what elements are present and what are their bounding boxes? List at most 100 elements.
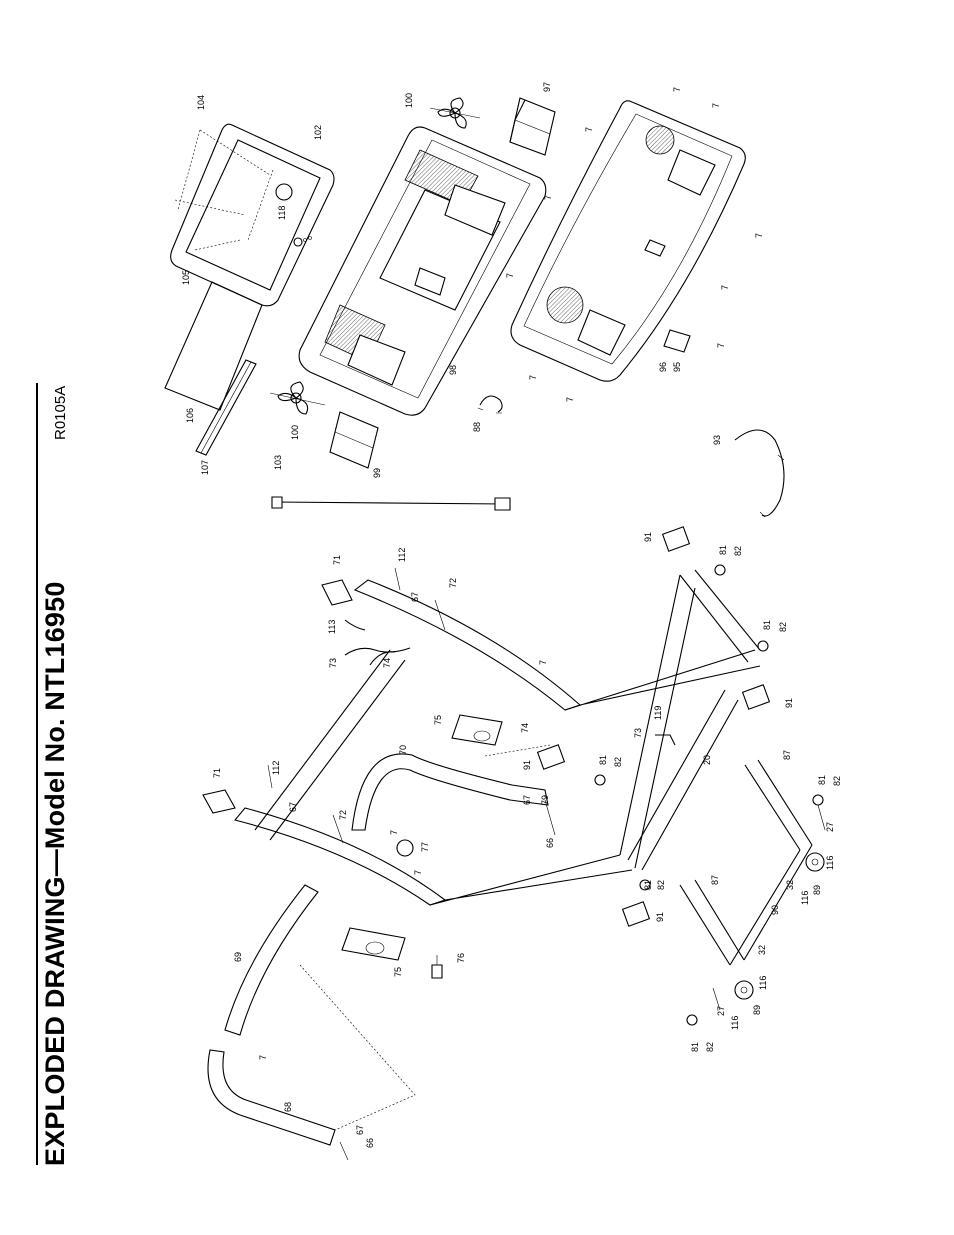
fan-lower <box>269 381 326 415</box>
callout-75-a: 75 <box>433 714 443 725</box>
motor-hood <box>298 126 547 416</box>
callout-75-b: 75 <box>393 966 403 977</box>
callout-103: 103 <box>273 454 283 470</box>
bolt-66-b <box>339 1141 349 1161</box>
extension-rail-left <box>679 879 745 966</box>
handrail-70 <box>351 753 549 831</box>
callout-67-d: 67 <box>355 1124 365 1135</box>
callout-81-b: 81 <box>762 619 772 630</box>
callout-72-a: 72 <box>448 577 458 588</box>
wire-clip <box>477 395 503 414</box>
title-rule <box>36 383 38 1165</box>
side-cover-75-b <box>341 927 406 961</box>
callout-7-f: 7 <box>505 272 515 278</box>
callout-73-a: 73 <box>328 657 338 668</box>
callout-97: 97 <box>542 81 552 92</box>
callout-7-g: 7 <box>720 284 730 290</box>
top-cap-71-b <box>202 789 236 814</box>
callout-7-i: 7 <box>528 374 538 380</box>
callout-67-c: 67 <box>522 794 532 805</box>
handrail-69 <box>224 884 319 1036</box>
callout-91-b: 91 <box>784 697 794 708</box>
callout-76: 76 <box>456 952 466 963</box>
callout-7-n: 7 <box>258 1054 268 1060</box>
callout-91-a: 91 <box>643 531 653 542</box>
knob-77 <box>396 839 414 857</box>
duct-lower <box>329 411 379 469</box>
upright-crossbar <box>254 649 406 841</box>
callout-73-b: 73 <box>633 727 643 738</box>
callout-67-b: 67 <box>288 801 298 812</box>
assembly-line-a <box>299 964 416 1131</box>
callout-7-a: 7 <box>672 86 682 92</box>
end-cap-91-b <box>741 684 771 710</box>
foot-81-b <box>757 640 769 652</box>
callout-82-e: 82 <box>656 879 666 890</box>
upright-leg-left <box>429 854 633 906</box>
callout-82-b: 82 <box>778 621 788 632</box>
callout-67-a: 67 <box>410 591 420 602</box>
console-plate <box>170 123 335 307</box>
side-cover-75-a <box>451 714 503 746</box>
callout-7-b: 7 <box>711 102 721 108</box>
callout-106: 106 <box>185 407 195 423</box>
callout-81-a: 81 <box>718 544 728 555</box>
callout-27-a: 27 <box>825 821 835 832</box>
bolt-112-b <box>267 764 273 789</box>
callout-81-f: 81 <box>690 1041 700 1052</box>
callout-71-b: 71 <box>212 767 222 778</box>
foot-81-f <box>686 1014 698 1026</box>
extension-rail-right <box>744 759 813 851</box>
upright-right <box>353 579 582 711</box>
duct-upper <box>509 97 556 156</box>
assembly-line-b <box>484 744 551 757</box>
callout-107: 107 <box>200 459 210 475</box>
callout-87-a: 87 <box>782 749 792 760</box>
callout-91-c: 91 <box>522 759 532 770</box>
callout-112-b: 112 <box>271 760 281 775</box>
callout-119: 119 <box>653 705 663 720</box>
callout-81-d: 81 <box>817 774 827 785</box>
wire-74-a <box>369 651 396 666</box>
base-rail-left <box>619 574 696 869</box>
callout-96: 96 <box>658 361 668 372</box>
callout-79: 79 <box>540 794 550 805</box>
fan-upper <box>429 97 481 129</box>
callout-82-c: 82 <box>613 756 623 767</box>
wire-73-b <box>655 734 676 746</box>
base-crossbar-20 <box>627 689 739 871</box>
callout-100-lower: 100 <box>290 424 300 440</box>
callout-95: 95 <box>672 361 682 372</box>
callout-27-b: 27 <box>716 1005 726 1016</box>
bracket <box>663 329 691 353</box>
handrail-68 <box>207 1049 336 1146</box>
foot-81-e <box>639 879 651 891</box>
wire-113 <box>344 619 366 631</box>
callout-89-a: 89 <box>812 884 822 895</box>
callout-91-d: 91 <box>655 911 665 922</box>
callout-69: 69 <box>233 951 243 962</box>
callout-102: 102 <box>313 124 323 140</box>
callout-118: 118 <box>277 205 287 220</box>
callout-81-e: 81 <box>643 879 653 890</box>
callout-99: 99 <box>372 467 382 478</box>
callout-66-b: 66 <box>365 1137 375 1148</box>
foot-81-d <box>812 794 824 806</box>
callout-66-a: 66 <box>545 837 555 848</box>
overlay-panel <box>164 281 263 411</box>
bolt-27-a <box>712 987 721 1011</box>
callout-74-a: 74 <box>382 657 392 668</box>
callout-7-l: 7 <box>389 829 399 835</box>
upright-leg-right <box>564 649 761 711</box>
callout-89-b: 89 <box>752 1004 762 1015</box>
bolt-66-a <box>544 799 556 836</box>
end-cap-91-d <box>621 901 651 927</box>
callout-116-c: 116 <box>758 975 768 990</box>
callout-116-b: 116 <box>800 890 810 905</box>
wheel-89-a <box>734 980 754 1000</box>
wheel-89-b <box>805 852 825 872</box>
callout-7-e: 7 <box>754 232 764 238</box>
callout-116-a: 116 <box>825 855 835 870</box>
